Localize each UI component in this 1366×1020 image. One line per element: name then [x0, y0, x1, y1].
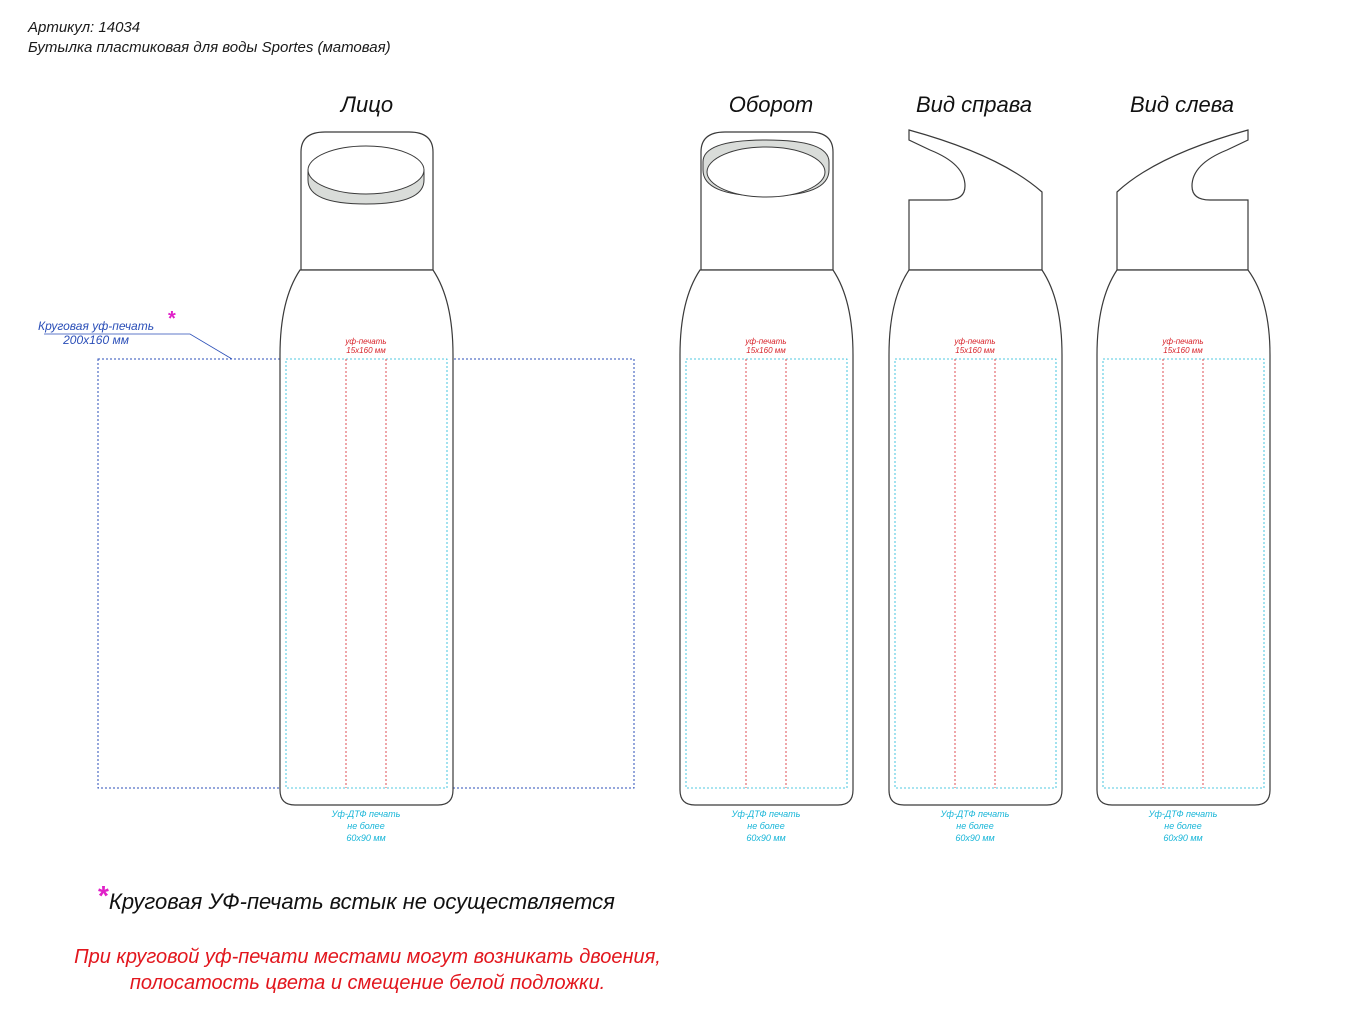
front-dtf-zone	[285, 358, 448, 789]
left-cap	[1116, 129, 1249, 271]
back-view	[679, 131, 854, 806]
circular-note: *Круговая УФ-печать встык не осуществляе…	[98, 880, 615, 914]
product-title: Бутылка пластиковая для воды Sportes (ма…	[28, 39, 391, 56]
left-body	[1096, 269, 1271, 806]
right-body	[888, 269, 1063, 806]
left-view	[1096, 129, 1271, 806]
warning-note: При круговой уф-печати местами могут воз…	[74, 946, 661, 994]
view-title-front: Лицо	[340, 92, 394, 117]
circular-print-label: Круговая уф-печать 200x160 мм	[38, 319, 155, 347]
asterisk-marker-note: *	[98, 880, 109, 911]
view-title-back: Оборот	[728, 92, 814, 117]
front-view	[279, 131, 454, 806]
article-number: Артикул: 14034	[28, 19, 141, 36]
view-title-left: Вид слева	[1129, 92, 1235, 117]
front-body	[279, 269, 454, 806]
right-view	[888, 129, 1063, 806]
back-body	[679, 269, 854, 806]
circular-leader-line	[44, 333, 233, 360]
right-cap	[908, 129, 1043, 271]
view-title-right: Вид справа	[916, 92, 1032, 117]
asterisk-marker: *	[168, 308, 176, 330]
